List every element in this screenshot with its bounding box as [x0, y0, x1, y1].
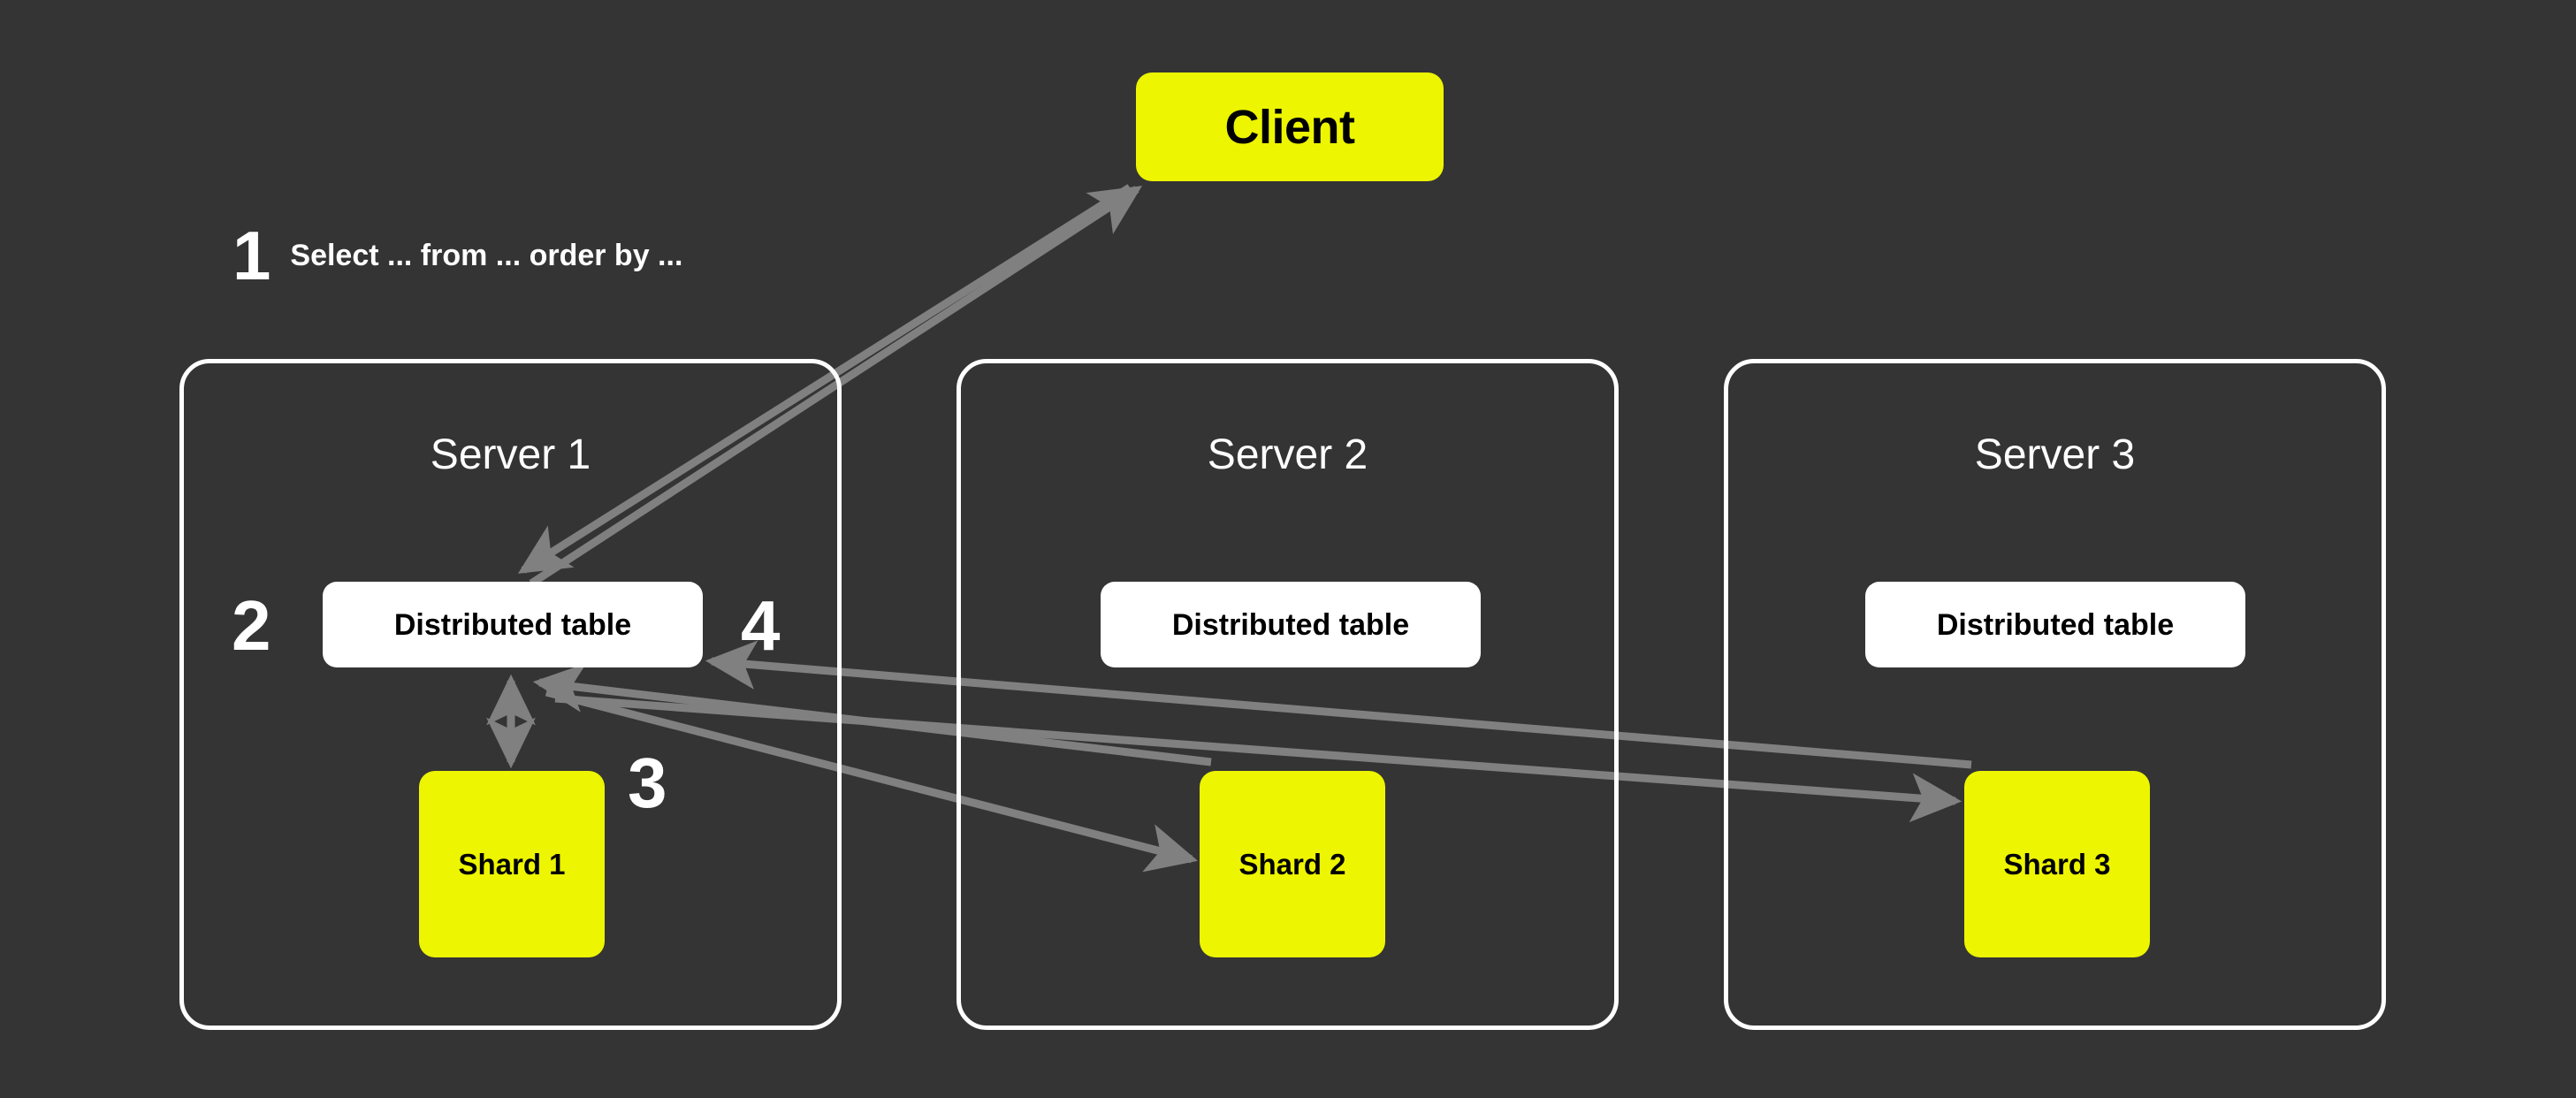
distributed-table-label-2: Distributed table: [1171, 607, 1410, 642]
server-box-3[interactable]: Server 3: [1724, 359, 2386, 1030]
distributed-table-2[interactable]: Distributed table: [1101, 582, 1481, 667]
server-title-3: Server 3: [1974, 431, 2136, 478]
server-title-1: Server 1: [430, 431, 591, 478]
step-number-2: 2: [232, 586, 271, 665]
server-box-2[interactable]: Server 2: [956, 359, 1619, 1030]
query-text: Select ... from ... order by ...: [290, 239, 683, 272]
step-number-4: 4: [741, 586, 781, 665]
client-node[interactable]: Client: [1136, 72, 1444, 181]
shard-node-1[interactable]: Shard 1: [419, 771, 605, 957]
step-number-1: 1: [232, 217, 271, 294]
server-title-2: Server 2: [1207, 431, 1368, 478]
step-1-caption: 1 Select ... from ... order by ...: [232, 221, 682, 290]
distributed-table-3[interactable]: Distributed table: [1865, 582, 2245, 667]
distributed-table-label-1: Distributed table: [393, 607, 632, 642]
distributed-table-label-3: Distributed table: [1936, 607, 2175, 642]
server-box-1[interactable]: Server 1: [179, 359, 842, 1030]
shard-node-3[interactable]: Shard 3: [1964, 771, 2150, 957]
shard-label-1: Shard 1: [458, 848, 566, 881]
distributed-table-1[interactable]: Distributed table: [323, 582, 703, 667]
shard-label-3: Shard 3: [2003, 848, 2111, 881]
client-label: Client: [1224, 100, 1355, 154]
shard-node-2[interactable]: Shard 2: [1200, 771, 1385, 957]
shard-label-2: Shard 2: [1238, 848, 1346, 881]
step-number-3: 3: [628, 743, 667, 822]
